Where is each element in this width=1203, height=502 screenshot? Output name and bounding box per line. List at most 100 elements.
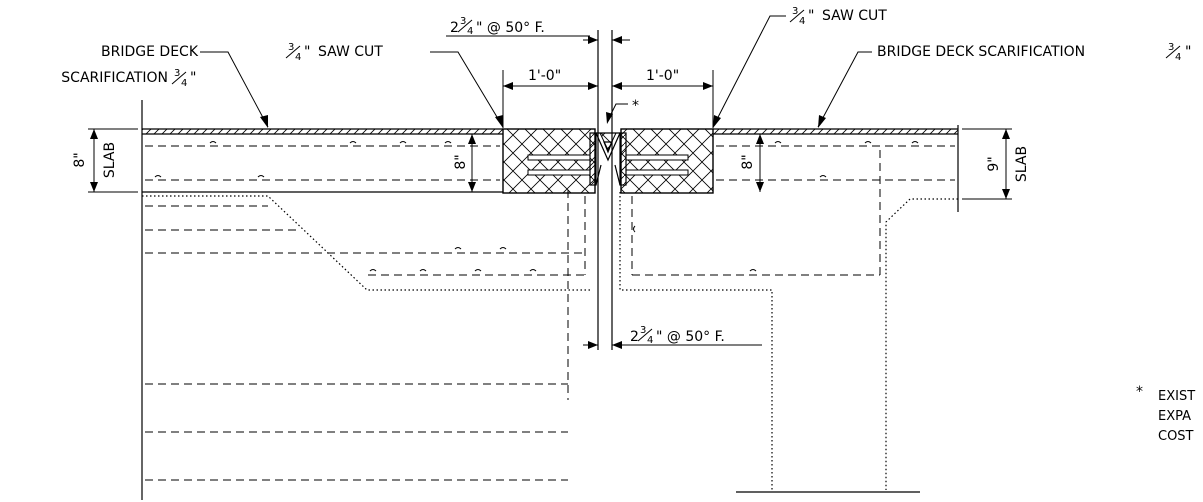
bridge-deck-right-label: BRIDGE DECK SCARIFICATION 3 4 ": [877, 42, 1191, 63]
bridge-deck-right-leader: [817, 51, 872, 128]
right-scarification-hatch: [713, 129, 958, 134]
frac-num: 3: [174, 68, 180, 79]
slab-right-dim-label: 9": [986, 156, 1002, 171]
frac-num: 3: [640, 325, 646, 336]
gap-bottom-label: 2 3 4 " @ 50° F.: [630, 325, 725, 346]
arrowhead: [588, 341, 598, 349]
hook: [349, 141, 357, 144]
hook: [209, 141, 217, 144]
frac-den: 4: [467, 26, 473, 37]
gap-whole: 2: [450, 20, 459, 36]
frac-bar: [1165, 45, 1181, 59]
frac-bar: [789, 9, 805, 23]
hook: [749, 269, 757, 272]
right-steel-rail: [619, 132, 627, 186]
arrowhead: [260, 115, 268, 128]
arrowhead: [612, 36, 622, 44]
bridge-deck-left-label-2: SCARIFICATION: [61, 70, 168, 86]
hook: [419, 269, 427, 272]
arrowhead: [1002, 189, 1010, 199]
hook: [911, 141, 919, 144]
gap-top-label: 2 3 4 " @ 50° F.: [450, 16, 545, 37]
inch-mark: ": [808, 8, 814, 24]
inch-mark: ": [1185, 44, 1191, 60]
frac-den: 4: [799, 16, 805, 27]
joint-asterisk: *: [632, 98, 639, 114]
arrowhead: [612, 82, 622, 90]
hook: [819, 175, 827, 178]
arrowhead: [495, 115, 503, 128]
footnote-star: *: [1136, 384, 1143, 400]
inch-mark: ": [304, 44, 310, 60]
arrowhead: [713, 115, 721, 128]
hook: [399, 141, 407, 144]
left-header-block: [502, 128, 596, 194]
left-scarification-hatch: [142, 129, 503, 134]
gap-rest: " @ 50° F.: [476, 20, 545, 36]
hook: [369, 269, 377, 272]
frac-num: 3: [792, 6, 798, 17]
left-steel-rail: [589, 132, 597, 186]
arrowhead: [588, 36, 598, 44]
arrowhead: [703, 82, 713, 90]
saw-cut-text: SAW CUT: [822, 8, 887, 24]
arrowhead: [612, 341, 622, 349]
right-deck: [619, 125, 959, 493]
bridge-deck-left-label-1: BRIDGE DECK: [101, 44, 199, 60]
one-foot-right-label: 1'-0": [646, 68, 679, 84]
footnote-line-2: EXPA: [1158, 409, 1191, 424]
arrowhead: [756, 134, 764, 144]
gap-rest: " @ 50° F.: [656, 329, 725, 345]
hook: [257, 175, 265, 178]
frac-den: 4: [1175, 52, 1181, 63]
slab-left-word: SLAB: [102, 142, 118, 178]
gap-whole: 2: [630, 329, 639, 345]
saw-cut-left-leader: [430, 51, 504, 128]
hook: [474, 269, 482, 272]
arrowhead: [503, 82, 513, 90]
frac-num: 3: [288, 42, 294, 53]
arrowhead: [468, 134, 476, 144]
hook: [864, 141, 872, 144]
frac-den: 4: [295, 52, 301, 63]
inch-mark: ": [190, 70, 196, 86]
arrowhead: [468, 182, 476, 192]
slab-left-dim-label: 8": [72, 152, 88, 167]
right-beam-outline: [619, 192, 773, 490]
footnote-line-1: EXIST: [1158, 389, 1195, 404]
hook: [444, 141, 452, 144]
arrowhead: [818, 115, 826, 128]
frac-num: 3: [1168, 42, 1174, 53]
hook: [774, 141, 782, 144]
slab-right-word: SLAB: [1014, 146, 1030, 182]
hook: [499, 247, 507, 250]
bridge-deck-left-leader: [200, 51, 269, 128]
arrowhead: [90, 129, 98, 139]
left-beam-outline: [142, 195, 590, 291]
frac-bar: [285, 45, 301, 59]
arrowhead: [90, 182, 98, 192]
frac-bar: [171, 71, 187, 85]
inner-right-dim-label: 8": [740, 154, 756, 169]
frac-num: 3: [460, 16, 466, 27]
asterisk-leader: [607, 103, 628, 121]
joint-header: [502, 128, 714, 194]
saw-cut-right-leader: [712, 15, 786, 128]
arrowhead: [606, 112, 613, 124]
footnote-line-3: COST: [1158, 429, 1194, 444]
arrowhead: [588, 82, 598, 90]
frac-bar: [457, 19, 473, 33]
frac-den: 4: [647, 335, 653, 346]
right-anchor-upper: [625, 154, 689, 161]
hook: [633, 225, 636, 233]
hook: [454, 247, 462, 250]
leaders: [200, 15, 872, 128]
saw-cut-right-label: 3 4 " SAW CUT: [789, 6, 887, 27]
left-deck: [141, 100, 590, 500]
arrowhead: [756, 182, 764, 192]
hook: [154, 175, 162, 178]
right-header-block: [620, 128, 714, 194]
saw-cut-left-label: 3 4 " SAW CUT: [285, 42, 383, 63]
dimensions: [88, 35, 1012, 349]
